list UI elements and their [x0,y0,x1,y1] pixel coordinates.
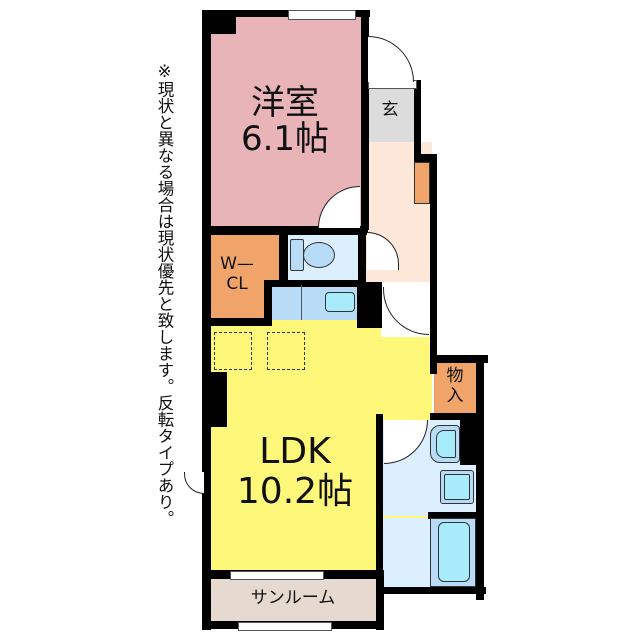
wcl-name-line1: W— [220,254,254,274]
ldk-name: LDK [259,431,331,472]
wall-column [460,420,478,465]
wall [414,154,436,162]
wall [264,280,272,322]
entrance-label: 玄 [381,100,399,120]
toilet-tank [290,239,304,271]
window-sunroom-bottom [238,622,332,631]
western-room-name: 洋室 [251,83,319,123]
window-western-top [288,10,356,20]
wall [202,318,272,326]
door-entrance-swing [368,36,414,82]
ldk-size: 10.2帖 [236,471,354,512]
wall [430,413,484,420]
shoe-cabinet [414,162,430,204]
door-exterior-swing [184,472,204,494]
storage-name-line2: 入 [446,386,464,406]
ceiling-storage-x [214,332,252,370]
storage-name-line1: 物 [446,366,464,386]
ceiling-storage-triangle [267,332,305,370]
ldk-lower [210,420,382,572]
washbasin-inner [436,430,456,458]
wcl-name-line2: CL [226,274,248,294]
wall-column [357,282,382,328]
toilet-bowl [303,242,335,268]
wall [430,355,488,363]
wall [264,280,364,287]
wall [376,570,384,630]
bathtub-inner [438,522,470,582]
wcl-label: W— CL [212,254,262,294]
wall [279,226,288,286]
window-ldk-bottom [230,571,324,580]
sunroom-label: サンルーム [250,588,336,608]
wall [376,414,383,600]
disclaimer-note: ※現状と異なる場合は現状優先と致します。反転タイプあり。 [155,62,174,527]
wall [358,226,366,286]
western-room-size: 6.1帖 [240,118,330,159]
wall [376,587,486,594]
wall [414,80,421,160]
wall [476,355,484,600]
entrance [366,86,415,142]
ldk-label: LDK 10.2帖 [220,432,370,512]
sink [325,292,355,312]
wall [430,154,437,374]
sunroom [210,578,376,622]
wall [428,512,480,519]
storage-label: 物 入 [434,366,476,406]
washroom-divider [301,285,302,320]
western-room-label: 洋室 6.1帖 [220,83,350,159]
wall [361,10,369,230]
storage [434,362,476,414]
wall-column [202,372,227,427]
washing-machine-inner [444,474,470,500]
wall [202,10,370,17]
